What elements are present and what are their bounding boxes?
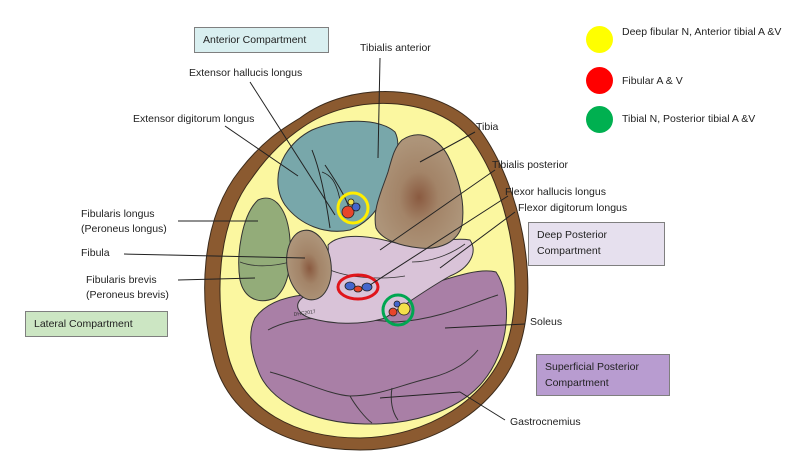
soleus-gastrocnemius-division xyxy=(267,294,499,331)
label-extensor-digitorum-longus: Extensor digitorum longus xyxy=(133,113,255,125)
label-tibialis-anterior: Tibialis anterior xyxy=(360,42,431,54)
legend-red-text: Fibular A & V xyxy=(622,75,683,87)
posterior-tibial-bundle-marker xyxy=(381,293,415,327)
label-fibularis-brevis-line2: (Peroneus brevis) xyxy=(86,289,169,301)
label-fibularis-longus-line2: (Peroneus longus) xyxy=(81,223,167,235)
fibular-vessels-marker xyxy=(336,273,380,301)
label-gastrocnemius: Gastrocnemius xyxy=(510,416,581,428)
tibia-bone xyxy=(374,134,464,249)
label-fibula: Fibula xyxy=(81,247,110,259)
label-fibularis-longus: Fibularis longus (Peroneus longus) xyxy=(81,207,167,237)
label-extensor-hallucis-longus: Extensor hallucis longus xyxy=(189,67,303,79)
anterior-compartment-label: Anterior Compartment xyxy=(203,34,307,46)
anterior-compartment-box: Anterior Compartment xyxy=(194,27,329,53)
lateral-compartment-box: Lateral Compartment xyxy=(25,311,168,337)
lateral-compartment-muscles xyxy=(238,197,291,302)
leader-lines xyxy=(123,57,526,421)
lateral-compartment-label: Lateral Compartment xyxy=(34,318,133,330)
label-tibialis-posterior: Tibialis posterior xyxy=(492,159,569,171)
legend-yellow-text: Deep fibular N, Anterior tibial A &V xyxy=(622,26,782,38)
label-fibularis-brevis: Fibularis brevis (Peroneus brevis) xyxy=(86,273,169,303)
label-fibularis-brevis-line1: Fibularis brevis xyxy=(86,274,157,286)
fibula-bone xyxy=(286,229,332,301)
anterior-tibial-bundle-marker xyxy=(336,191,370,225)
label-flexor-hallucis-longus: Flexor hallucis longus xyxy=(505,186,606,198)
label-fibularis-longus-line1: Fibularis longus xyxy=(81,208,155,220)
superficial-posterior-label-line1: Superficial Posterior xyxy=(545,361,639,373)
label-soleus: Soleus xyxy=(530,316,563,328)
deep-posterior-label-line2: Compartment xyxy=(537,245,601,257)
superficial-posterior-label-line2: Compartment xyxy=(545,377,609,389)
deep-posterior-label-line1: Deep Posterior xyxy=(537,229,608,241)
legend-red-dot xyxy=(586,67,613,94)
deep-posterior-compartment-box: Deep Posterior Compartment xyxy=(528,222,665,266)
label-tibia: Tibia xyxy=(476,121,499,133)
legend-green-text: Tibial N, Posterior tibial A &V xyxy=(622,113,756,125)
superficial-posterior-compartment-box: Superficial Posterior Compartment xyxy=(536,354,670,396)
deep-posterior-muscles xyxy=(297,235,474,324)
watermark-text: DHC2017 xyxy=(293,309,316,318)
legend-green-dot xyxy=(586,106,613,133)
label-flexor-digitorum-longus: Flexor digitorum longus xyxy=(518,202,628,214)
legend-yellow-dot xyxy=(586,26,613,53)
